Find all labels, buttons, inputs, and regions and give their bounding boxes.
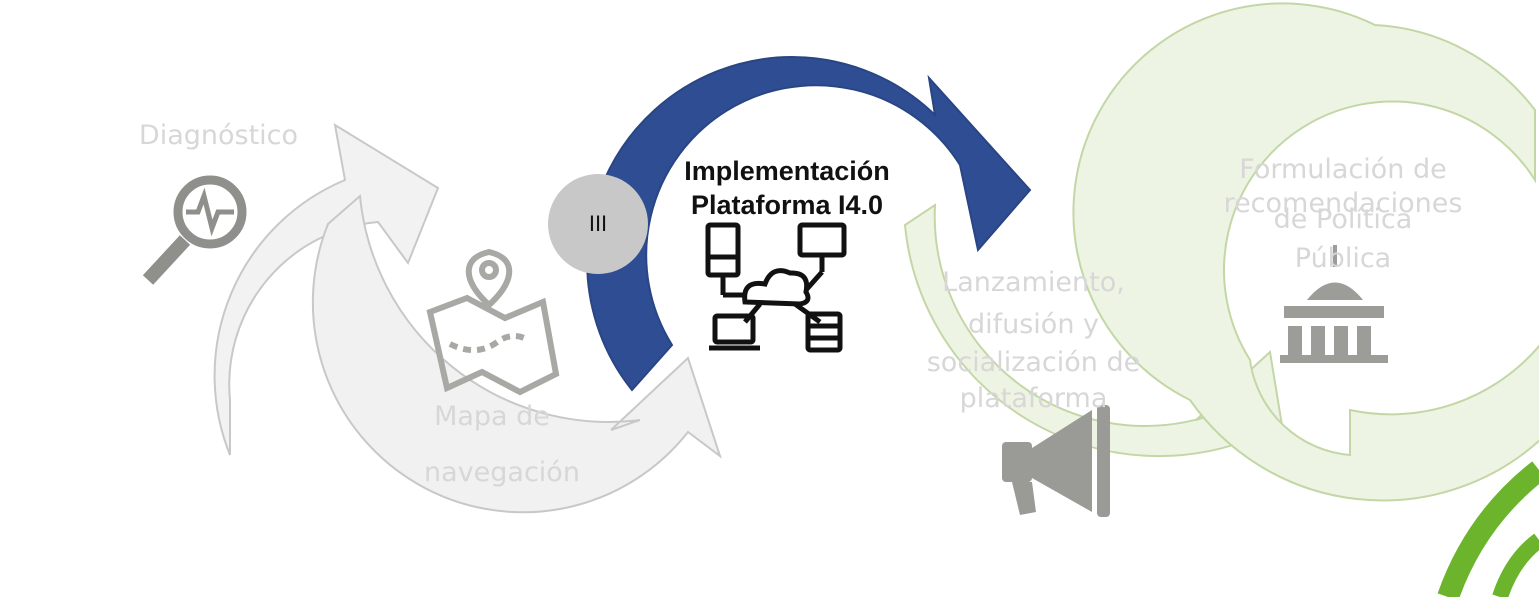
magnifier-pulse-icon <box>142 175 247 285</box>
step-2-label-line1: Mapa de <box>434 401 550 432</box>
step-4-label-line1: Lanzamiento, <box>942 267 1125 298</box>
phase-badge: III <box>548 174 648 274</box>
step-1-arrow <box>213 122 440 456</box>
step-5-label-line2: recomendaciones <box>1223 188 1463 219</box>
step-4-label-line3: socialización de <box>926 347 1141 378</box>
step-4-label-line2: difusión y <box>967 309 1100 340</box>
cloud-network-icon <box>705 222 847 353</box>
government-building-icon <box>1280 245 1388 363</box>
step-1-label: Diagnóstico <box>138 120 299 151</box>
step-5-arrow <box>1072 2 1539 502</box>
step-5-label-line1: Formulación de <box>1239 154 1447 185</box>
step-3-label-line1: Implementación <box>684 156 890 186</box>
step-4-arrow <box>903 203 1290 465</box>
step-2-label-line2: navegación <box>424 457 580 488</box>
corner-decoration <box>1437 461 1539 597</box>
step-3-label-line2: Plataforma I4.0 <box>690 190 884 220</box>
step-4-label-line4: plataforma <box>959 383 1108 414</box>
step-5-label-line3: de Política <box>1273 204 1413 235</box>
megaphone-icon <box>1002 405 1110 517</box>
step-5-label-line4: Pública <box>1294 243 1392 274</box>
map-pin-icon <box>426 248 560 396</box>
